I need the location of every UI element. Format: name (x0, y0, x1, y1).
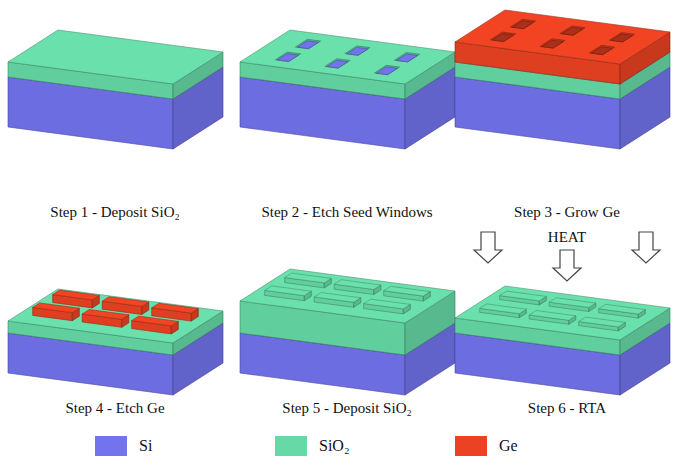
seed-window (490, 32, 515, 41)
legend-text: Ge (499, 437, 518, 455)
step-caption: Step 4 - Etch Ge (65, 399, 164, 417)
window-floor (611, 34, 632, 42)
step-caption: Step 3 - Grow Ge (514, 203, 620, 221)
legend-text: Si (139, 437, 152, 455)
wafer-block (455, 286, 670, 395)
legend-swatch (455, 436, 487, 456)
seed-window (609, 33, 634, 42)
window-floor (542, 40, 563, 48)
heat-arrow (474, 232, 502, 263)
legend-swatch (95, 436, 127, 456)
oxide-layer-top (240, 30, 455, 84)
window-floor (562, 27, 583, 35)
oxide-bump-top (334, 280, 381, 290)
step-caption: Step 6 - RTA (528, 399, 606, 417)
window-floor (591, 47, 612, 55)
seed-window (510, 19, 535, 28)
oxide-bump-top (500, 291, 547, 301)
step-caption: Step 2 - Etch Seed Windows (261, 203, 432, 221)
window-floor (347, 47, 368, 55)
ge-stripe-top (82, 310, 129, 320)
oxide-bump-top (265, 286, 312, 296)
window-floor (277, 54, 298, 62)
step-caption: Step 5 - Deposit SiO₂ (282, 399, 411, 417)
oxide-bump-top (579, 317, 626, 327)
ge-stripe-top (132, 316, 179, 326)
ge-stripe-top (33, 303, 80, 313)
window-floor (327, 60, 348, 68)
wafer-block (8, 30, 223, 149)
oxide-bump-top (384, 286, 431, 296)
oxide-layer-top (8, 289, 223, 343)
legend-item: Ge (455, 436, 518, 456)
heat-label: HEAT (548, 228, 586, 246)
seed-window (374, 65, 399, 74)
window-floor (492, 34, 513, 42)
seed-window (540, 39, 565, 48)
window-floor (297, 41, 318, 49)
seed-window (325, 59, 350, 68)
window-floor (376, 67, 397, 75)
seed-window (589, 45, 614, 54)
oxide-bump-top (549, 298, 596, 308)
ge-stripe-top (152, 303, 199, 313)
seed-window (345, 46, 370, 55)
legend-swatch (275, 436, 307, 456)
window-floor (396, 54, 417, 62)
ge-stripe-top (53, 290, 100, 300)
seed-window (275, 52, 300, 61)
oxide-layer-top (8, 30, 223, 84)
seed-window (295, 39, 320, 48)
legend-item: Si (95, 436, 152, 456)
oxide-cap-top (240, 269, 455, 323)
oxide-bump-top (285, 273, 332, 283)
wafer-block (8, 289, 223, 395)
heat-arrow (632, 232, 660, 263)
oxide-bump-top (364, 299, 411, 309)
wafer-block (240, 30, 455, 149)
window-floor (512, 21, 533, 29)
seed-window (394, 53, 419, 62)
oxide-bump-top (480, 304, 527, 314)
oxide-bump-top (314, 293, 361, 303)
legend-text: SiO₂ (319, 437, 349, 455)
oxide-bump-top (529, 311, 576, 321)
wafer-block (455, 10, 670, 149)
oxide-cap-top (455, 286, 670, 340)
wafer-block (240, 269, 455, 395)
ge-layer-top (455, 10, 670, 64)
seed-window (560, 26, 585, 35)
step-caption: Step 1 - Deposit SiO₂ (50, 203, 179, 221)
heat-arrow (553, 250, 581, 281)
legend-item: SiO₂ (275, 436, 349, 456)
oxide-bump-top (599, 304, 646, 314)
ge-stripe-top (102, 297, 149, 307)
